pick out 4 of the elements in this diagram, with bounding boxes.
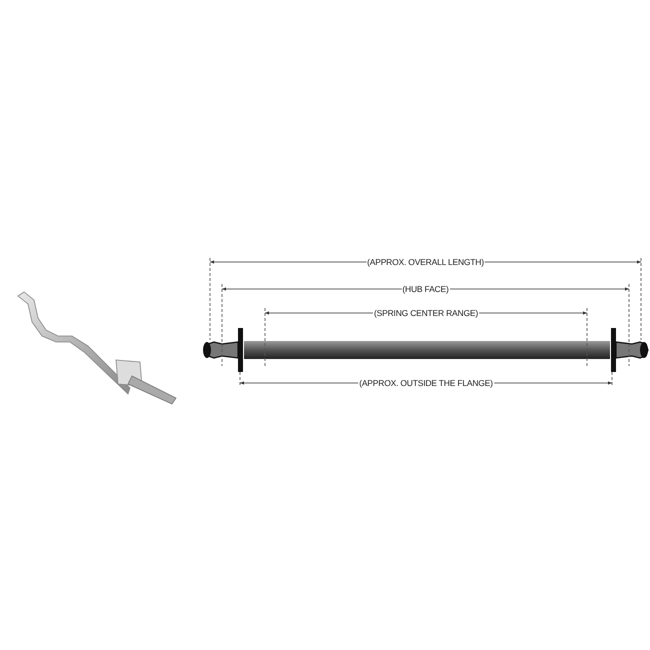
- dimension-label: (SPRING CENTER RANGE): [373, 308, 479, 318]
- dimension-label: (APPROX. OVERALL LENGTH): [366, 257, 485, 267]
- dimension-label: (HUB FACE): [401, 284, 450, 294]
- dimension-label: (APPROX. OUTSIDE THE FLANGE): [358, 378, 494, 388]
